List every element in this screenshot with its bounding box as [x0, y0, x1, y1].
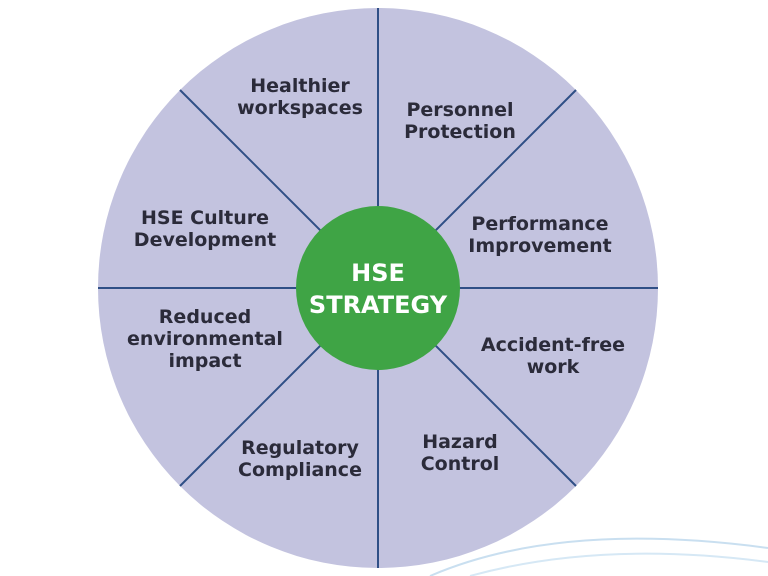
- center-label-line: HSE: [351, 259, 405, 287]
- center-circle: [296, 206, 460, 370]
- segment-label-line: Healthier: [250, 75, 350, 97]
- center-label: HSE STRATEGY: [309, 259, 448, 319]
- decorative-arc: [429, 537, 768, 576]
- segment-label-line: impact: [168, 350, 241, 372]
- segment-label-line: environmental: [127, 328, 283, 350]
- segment-label-line: Performance: [471, 213, 608, 235]
- segment-label-line: Improvement: [468, 235, 611, 257]
- segment-label-line: workspaces: [237, 97, 363, 119]
- segment-label-line: Accident-free: [481, 334, 625, 356]
- segment-label-line: Hazard: [422, 431, 498, 453]
- segment-label-line: Compliance: [238, 459, 362, 481]
- segment-label-line: work: [527, 356, 580, 378]
- segment-label-line: Protection: [404, 121, 516, 143]
- segment-label-line: HSE Culture: [141, 207, 269, 229]
- segment-label-line: Regulatory: [241, 437, 359, 459]
- segment-label-line: Reduced: [159, 306, 251, 328]
- decorative-arc: [469, 552, 768, 576]
- segment-label-line: Development: [134, 229, 276, 251]
- center-label-line: STRATEGY: [309, 291, 448, 319]
- segment-label-line: Personnel: [407, 99, 514, 121]
- segment-label-line: Control: [421, 453, 500, 475]
